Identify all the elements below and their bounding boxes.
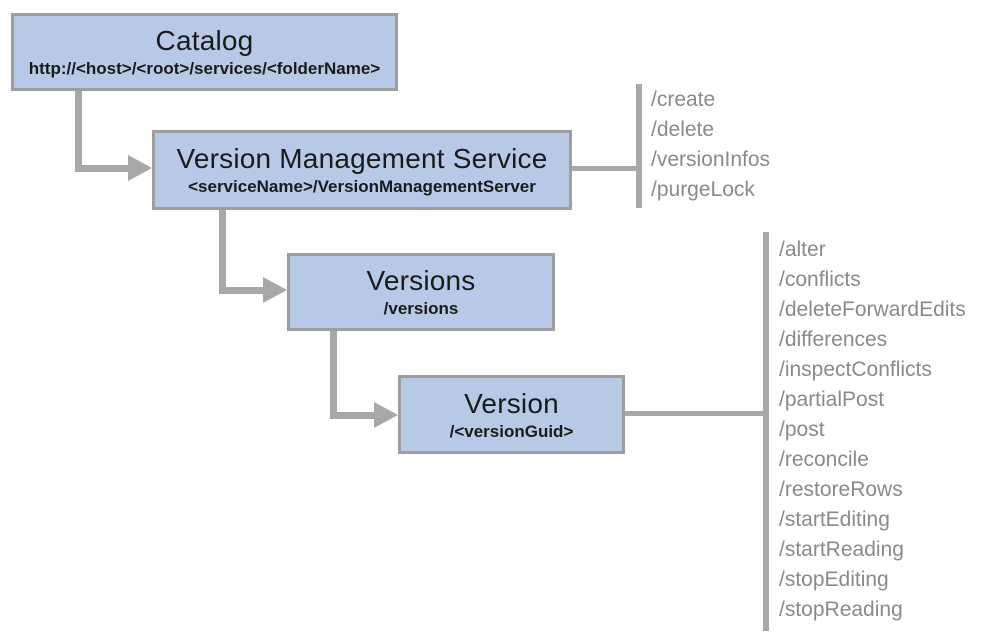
operation-item: /post [779, 418, 825, 441]
connector-versions-to-version-horizontal [330, 412, 376, 419]
node-url-pattern: http://<host>/<root>/services/<folderNam… [28, 59, 381, 78]
version-operations-list: /alter /conflicts /deleteForwardEdits /d… [779, 235, 966, 625]
operation-item: /conflicts [779, 268, 861, 291]
arrow-right-icon [263, 277, 287, 303]
node-catalog: Catalog http://<host>/<root>/services/<f… [11, 13, 398, 91]
arrow-right-icon [374, 402, 398, 428]
operation-item: /reconcile [779, 448, 869, 471]
node-title: Versions [366, 265, 476, 296]
operation-item: /create [651, 88, 716, 111]
connector-vms-to-operations [572, 166, 637, 171]
operation-item: /startEditing [779, 508, 890, 531]
connector-version-to-operations [625, 411, 765, 416]
arrow-right-icon [128, 155, 152, 181]
node-title: Catalog [155, 25, 254, 56]
operation-item: /stopReading [779, 598, 903, 621]
operation-item: /partialPost [779, 388, 885, 411]
node-url-pattern: /versions [383, 299, 459, 318]
connector-catalog-to-vms-horizontal [75, 165, 131, 172]
connector-vms-to-versions-horizontal [219, 287, 266, 294]
vms-operations-list: /create /delete /versionInfos /purgeLock [651, 85, 770, 205]
operation-item: /deleteForwardEdits [779, 298, 966, 321]
operation-item: /versionInfos [651, 148, 771, 171]
node-version: Version /<versionGuid> [398, 375, 625, 454]
version-operations-bracket [763, 232, 769, 631]
operation-item: /startReading [779, 538, 904, 561]
node-url-pattern: <serviceName>/VersionManagementServer [188, 177, 536, 196]
node-version-management-service: Version Management Service <serviceName>… [152, 130, 572, 210]
connector-vms-to-versions-vertical [219, 210, 226, 294]
operation-item: /alter [779, 238, 826, 261]
operation-item: /inspectConflicts [779, 358, 932, 381]
node-title: Version [464, 387, 559, 419]
connector-versions-to-version-vertical [330, 331, 337, 419]
operation-item: /differences [779, 328, 888, 351]
operation-item: /restoreRows [779, 478, 903, 501]
vms-operations-bracket [636, 84, 642, 208]
operation-item: /purgeLock [651, 178, 755, 201]
connector-catalog-to-vms-vertical [75, 91, 82, 172]
operation-item: /delete [651, 118, 715, 141]
node-title: Version Management Service [176, 143, 548, 174]
node-versions: Versions /versions [287, 253, 555, 331]
operation-item: /stopEditing [779, 568, 889, 591]
node-url-pattern: /<versionGuid> [449, 421, 574, 441]
